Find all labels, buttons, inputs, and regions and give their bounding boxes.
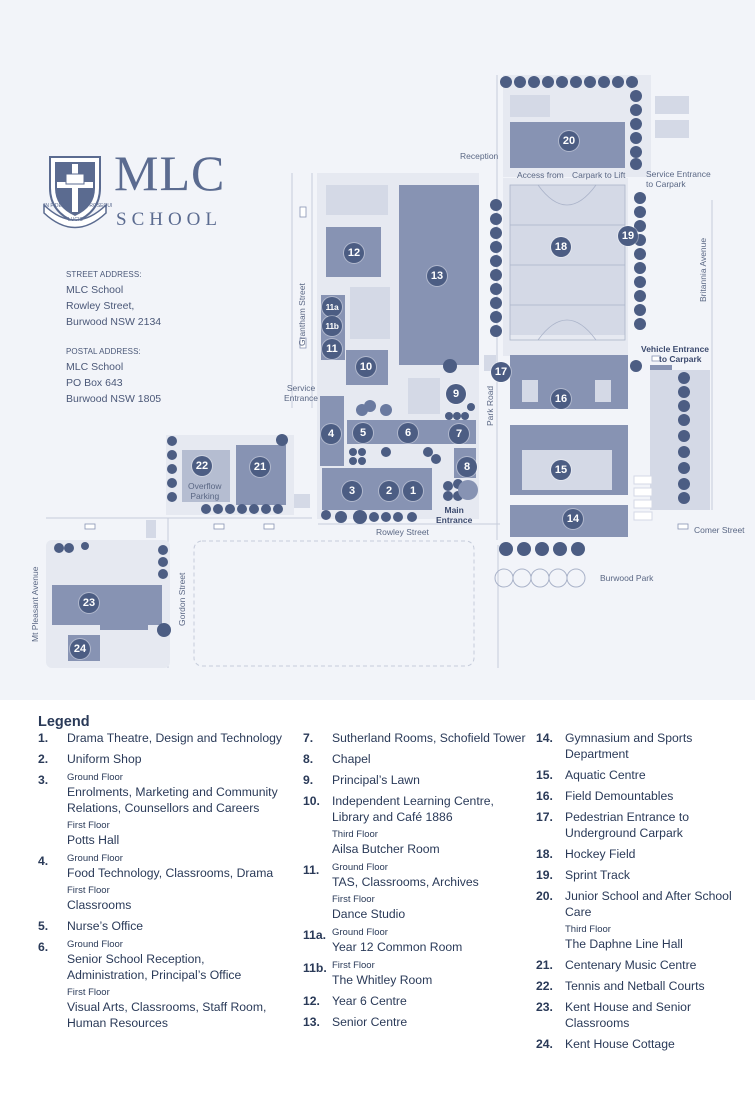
marker-23[interactable]: 23 — [79, 593, 99, 613]
marker-11b[interactable]: 11b — [322, 316, 342, 336]
street-address-line: Burwood NSW 2134 — [66, 316, 162, 328]
legend-item: 3. Ground Floor Enrolments, Marketing an… — [38, 772, 278, 847]
marker-21[interactable]: 21 — [250, 457, 270, 477]
label-service-entrance: Service Entrance — [284, 383, 319, 403]
street-address-heading: STREET ADDRESS: — [66, 270, 142, 279]
legend-item: 11a. Ground Floor Year 12 Common Room — [303, 927, 463, 954]
label-rowley-street: Rowley Street — [376, 527, 429, 537]
legend-title: Legend — [38, 714, 90, 730]
label-grantham-street: Grantham Street — [297, 283, 307, 346]
marker-7[interactable]: 7 — [449, 424, 469, 444]
marker-5[interactable]: 5 — [353, 423, 373, 443]
marker-16[interactable]: 16 — [551, 389, 571, 409]
marker-15[interactable]: 15 — [551, 460, 571, 480]
legend-item: 21.Centenary Music Centre — [536, 958, 697, 972]
legend-item: 8.Chapel — [303, 752, 371, 766]
marker-17[interactable]: 17 — [491, 362, 511, 382]
legend-item: 12.Year 6 Centre — [303, 994, 407, 1008]
marker-13[interactable]: 13 — [427, 266, 447, 286]
crest-motto-left: IN FIDE — [44, 203, 62, 209]
label-main-entrance: Main Entrance — [436, 505, 473, 525]
label-britannia-avenue: Britannia Avenue — [698, 237, 708, 302]
campus-map-drawing — [43, 75, 713, 668]
school-logo: MLC SCHOOL IN FIDE LUCIS PROSEQUI — [44, 148, 264, 232]
marker-9[interactable]: 9 — [446, 384, 466, 404]
legend-column-1: 1.Drama Theatre, Design and Technology 2… — [38, 730, 283, 1036]
legend-item: 9.Principal’s Lawn — [303, 773, 420, 787]
marker-2[interactable]: 2 — [379, 481, 399, 501]
label-reception: Reception — [460, 151, 499, 161]
legend-item: 15.Aquatic Centre — [536, 768, 646, 782]
legend-item: 11b. First Floor The Whitley Room — [303, 960, 433, 987]
map-legend: Legend 1.Drama Theatre, Design and Techn… — [0, 700, 755, 1100]
label-access-from: Access from — [517, 170, 564, 180]
legend-item: 7.Sutherland Rooms, Schofield Tower — [303, 731, 526, 745]
marker-1[interactable]: 1 — [403, 481, 423, 501]
logo-subtitle: SCHOOL — [116, 209, 223, 230]
marker-8[interactable]: 8 — [457, 457, 477, 477]
label-corner-street: Comer Street — [694, 525, 745, 535]
marker-4[interactable]: 4 — [321, 424, 341, 444]
legend-item: 10. Independent Learning Centre, Library… — [303, 794, 494, 856]
legend-item: 6. Ground Floor Senior School Reception,… — [38, 939, 267, 1030]
legend-item: 11. Ground Floor TAS, Classrooms, Archiv… — [303, 862, 479, 921]
legend-item: 23.Kent House and Senior Classrooms — [536, 1000, 692, 1030]
marker-18[interactable]: 18 — [551, 237, 571, 257]
marker-11a[interactable]: 11a — [322, 297, 342, 317]
street-address-line: Rowley Street, — [66, 300, 135, 312]
legend-item: 19.Sprint Track — [536, 868, 631, 882]
legend-item: 18.Hockey Field — [536, 847, 636, 861]
marker-10[interactable]: 10 — [356, 357, 376, 377]
legend-item: 24.Kent House Cottage — [536, 1037, 675, 1051]
label-gordon-street: Gordon Street — [177, 572, 187, 626]
legend-column-3: 14.Gymnasium and Sports Department 15.Aq… — [536, 730, 736, 1057]
postal-address-line: MLC School — [66, 361, 124, 373]
address-block: STREET ADDRESS: MLC School Rowley Street… — [66, 268, 266, 407]
label-burwood-park: Burwood Park — [600, 573, 654, 583]
legend-item: 5.Nurse’s Office — [38, 919, 144, 933]
crest-motto-right: PROSEQUI — [86, 203, 113, 209]
street-address-line: MLC School — [66, 284, 124, 296]
marker-19[interactable]: 19 — [618, 226, 638, 246]
label-service-entrance-carpark: Service Entrance to Carpark — [646, 169, 711, 189]
legend-item: 1.Drama Theatre, Design and Technology — [38, 731, 282, 745]
marker-22[interactable]: 22 — [192, 456, 212, 476]
legend-item: 22.Tennis and Netball Courts — [536, 979, 705, 993]
legend-item: 20. Junior School and After School Care … — [536, 889, 732, 951]
marker-20[interactable]: 20 — [559, 131, 579, 151]
legend-item: 2.Uniform Shop — [38, 752, 142, 766]
legend-item: 13.Senior Centre — [303, 1015, 408, 1029]
marker-14[interactable]: 14 — [563, 509, 583, 529]
mlc-crest-logo — [43, 156, 107, 229]
marker-3[interactable]: 3 — [342, 481, 362, 501]
label-vehicle-entrance: Vehicle Entrance to Carpark — [641, 344, 710, 364]
postal-address-heading: POSTAL ADDRESS: — [66, 347, 141, 356]
marker-11[interactable]: 11 — [322, 339, 342, 359]
legend-item: 17.Pedestrian Entrance to Underground Ca… — [536, 810, 689, 840]
postal-address-line: Burwood NSW 1805 — [66, 393, 162, 405]
logo-title: MLC — [114, 145, 226, 201]
crest-motto-center: LUCIS — [68, 217, 83, 223]
label-park-road: Park Road — [485, 385, 495, 426]
postal-address-line: PO Box 643 — [66, 377, 123, 389]
legend-item: 16.Field Demountables — [536, 789, 674, 803]
label-overflow-parking: Overflow Parking — [188, 481, 222, 501]
label-mt-pleasant-avenue: Mt Pleasant Avenue — [30, 566, 40, 642]
legend-item: 4. Ground Floor Food Technology, Classro… — [38, 853, 274, 912]
legend-column-2: 7.Sutherland Rooms, Schofield Tower 8.Ch… — [303, 730, 528, 1035]
label-carpark-to-lift: Carpark to Lift — [572, 170, 626, 180]
marker-24[interactable]: 24 — [70, 639, 90, 659]
marker-6[interactable]: 6 — [398, 423, 418, 443]
campus-map[interactable]: MLC SCHOOL IN FIDE LUCIS PROSEQUI STREET… — [0, 0, 755, 700]
marker-12[interactable]: 12 — [344, 243, 364, 263]
legend-item: 14.Gymnasium and Sports Department — [536, 731, 693, 761]
